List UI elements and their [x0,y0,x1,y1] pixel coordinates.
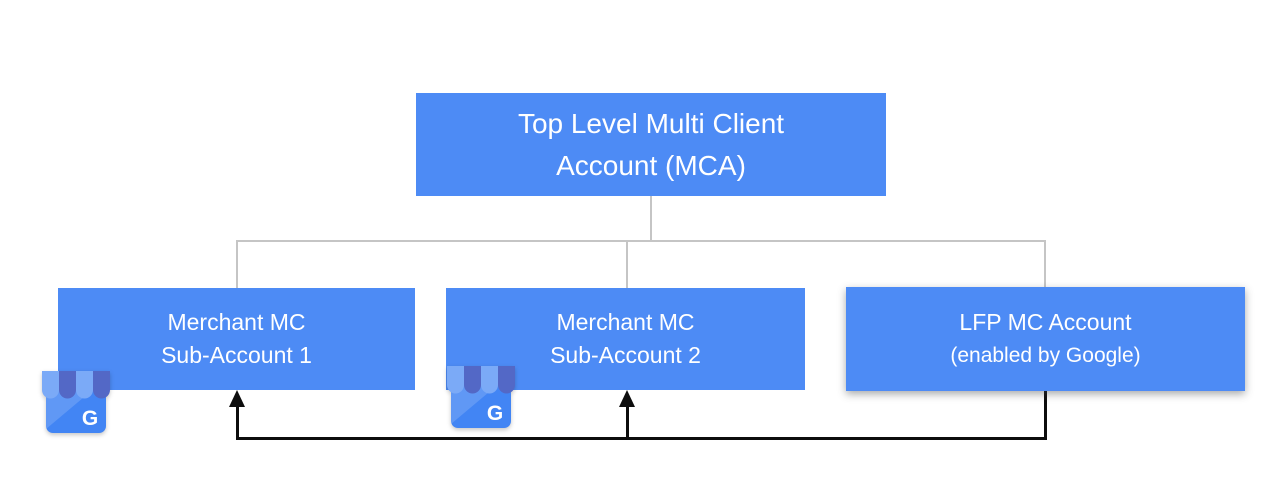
flow-arrow-sub1-stem [236,406,239,437]
google-g-letter: G [487,402,503,425]
awning-stripe-4 [498,366,515,394]
awning-stripe-4 [93,371,110,399]
arrowhead-up-sub1-icon [229,390,245,407]
awning-stripe-3 [481,366,498,394]
connector-drop-sub2 [626,241,628,288]
business-profile-icon: G [447,366,515,428]
flow-lfp-down-line [1044,391,1047,440]
awning-stripe-1 [42,371,59,399]
sub1-label-line1: Merchant MC [167,309,306,335]
sub1-label-line2: Sub-Account 1 [161,342,312,368]
lfp-label-line1: LFP MC Account [959,309,1132,335]
flow-arrow-sub2-stem [626,406,629,437]
connector-horizontal-rail [236,240,1046,242]
awning-stripe-3 [76,371,93,399]
connector-mca-stem [650,196,652,241]
connector-drop-lfp [1044,241,1046,287]
storefront-body [46,387,106,433]
mca-label-line1: Top Level Multi Client [517,107,785,139]
arrowhead-up-sub2-icon [619,390,635,407]
sub2-label-line1: Merchant MC [556,309,695,335]
storefront-body [451,382,511,428]
business-profile-icon: G [42,371,110,433]
mca-node: Top Level Multi Client Account (MCA) [416,93,886,196]
lfp-label-line2: (enabled by Google) [950,344,1141,367]
awning-stripe-1 [447,366,464,394]
sub-account-1-node: Merchant MC Sub-Account 1 [58,288,415,390]
flow-horizontal-line [236,437,1047,440]
mca-label-line2: Account (MCA) [556,149,746,181]
lfp-account-node: LFP MC Account (enabled by Google) [846,287,1245,391]
connector-drop-sub1 [236,241,238,288]
google-g-letter: G [82,407,98,430]
sub2-label-line2: Sub-Account 2 [550,342,701,368]
awning-stripe-2 [464,366,481,394]
awning-stripe-2 [59,371,76,399]
